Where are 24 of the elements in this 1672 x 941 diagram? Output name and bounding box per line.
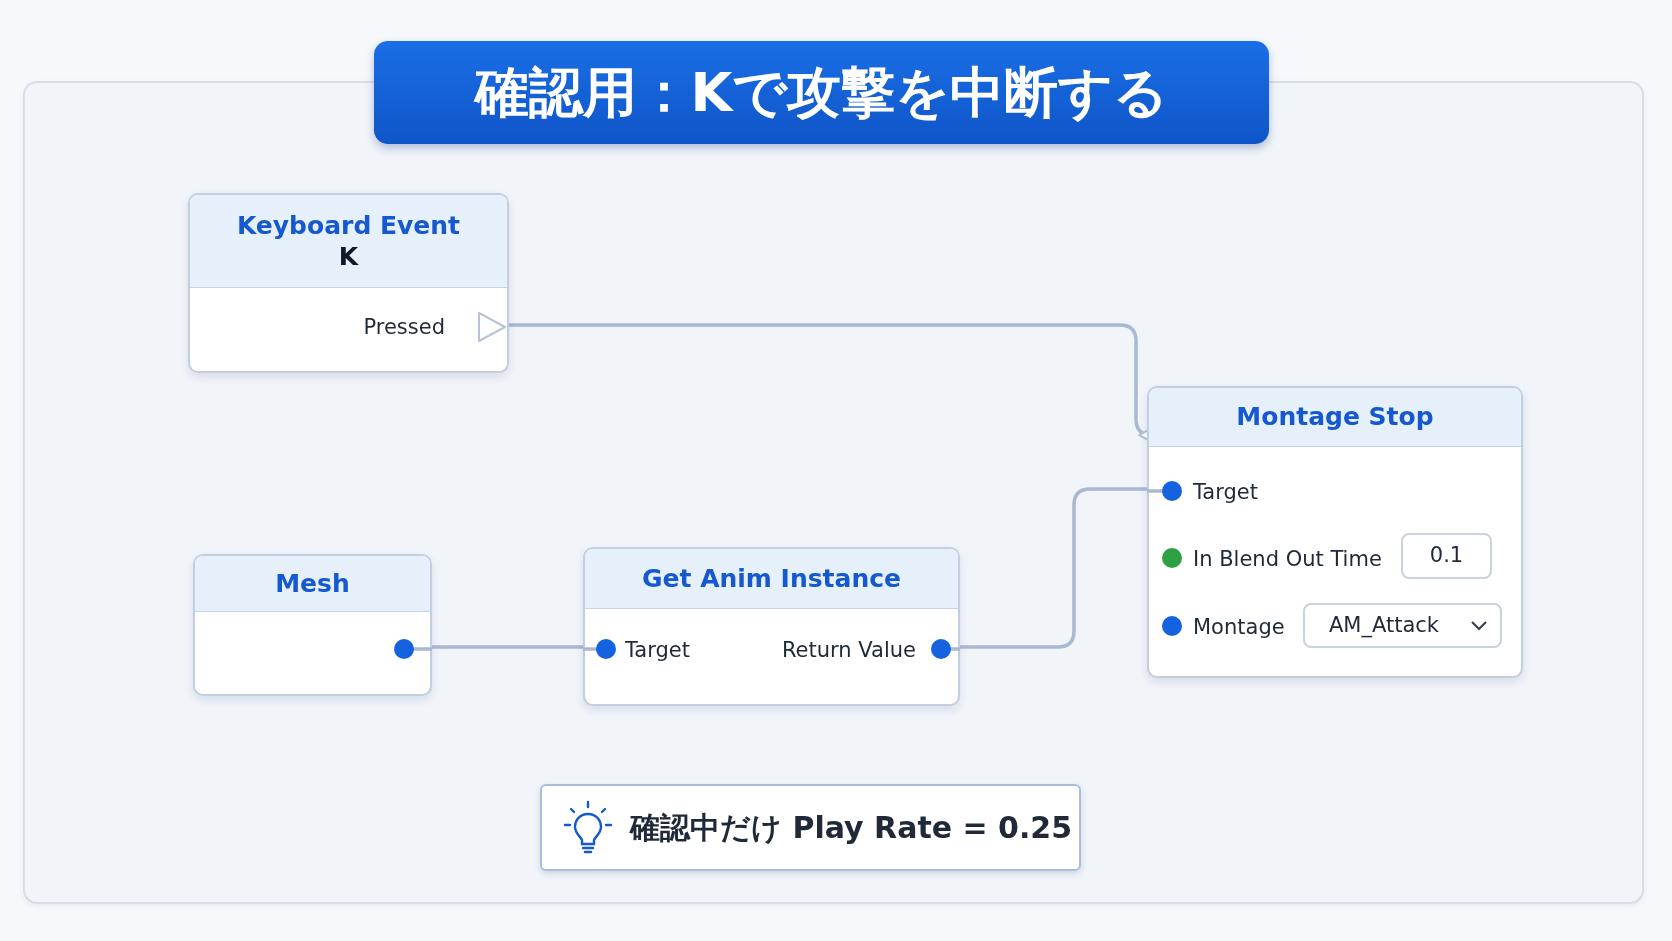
node-box [188,193,509,373]
node-box [1147,386,1523,678]
node-title: Get Anim Instance [642,562,901,595]
node-title: Keyboard Event [236,209,461,241]
pin-label: Return Value [781,637,916,664]
node-box [583,547,960,706]
connector-wire [960,487,1147,649]
pin-label: Target [1193,479,1258,506]
value-text: 0.1 [1429,542,1464,570]
pin-label: Target [625,637,690,664]
node-box [193,554,432,696]
option-text: AM_Attack [1329,611,1440,640]
key-label: K [338,241,359,273]
tip-box [540,784,1081,871]
connector-wire [432,645,583,649]
pin-label: Montage [1193,614,1285,641]
dropdown-select [1303,603,1502,648]
node-title: Mesh [275,567,350,600]
title-banner: 確認用：Kで攻撃を中断する [374,41,1269,144]
number-field [1401,533,1492,579]
pin-label: In Blend Out Time [1193,546,1382,573]
note-text: 確認中だけ Play Rate = 0.25 [630,809,1073,847]
node-title: Montage Stop [1236,401,1434,433]
pin-label: Pressed [363,314,445,341]
